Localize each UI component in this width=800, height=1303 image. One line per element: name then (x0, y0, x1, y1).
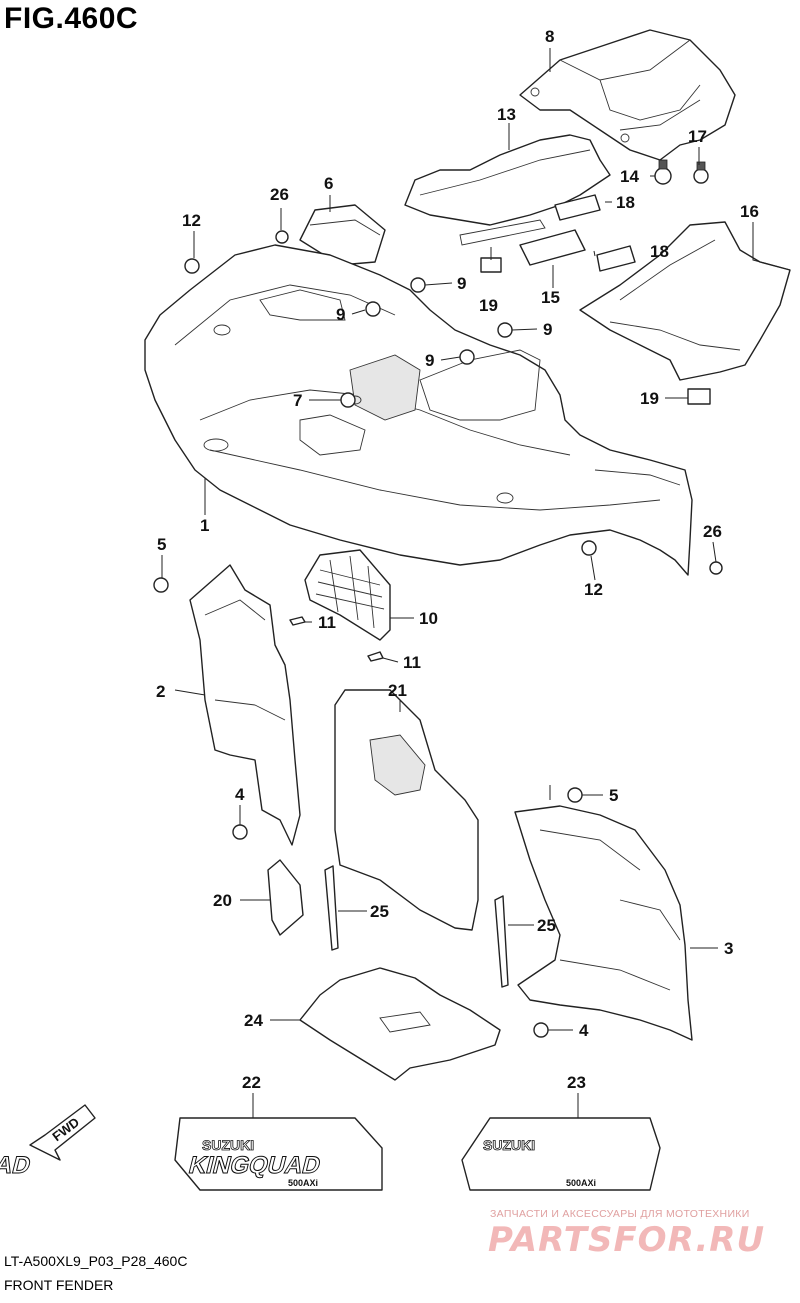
callout-9-d: 9 (425, 351, 434, 370)
part-12-clip-upper[interactable] (184, 258, 200, 274)
callout-17: 17 (688, 127, 707, 146)
part-14-grommet[interactable] (654, 159, 672, 185)
callout-8: 8 (545, 27, 554, 46)
callout-23: 23 (567, 1073, 586, 1092)
part-9-bolt-3[interactable] (497, 322, 513, 338)
part-25-tie-left[interactable] (324, 865, 339, 951)
part-15-pad[interactable] (519, 229, 586, 266)
decal-right-brand: SUZUKI (483, 1137, 535, 1153)
callout-24: 24 (244, 1011, 263, 1030)
callout-2: 2 (156, 682, 165, 701)
part-20-bracket[interactable] (267, 859, 304, 936)
part-22-decal-left[interactable]: SUZUKI KINGQUAD 500AXi (0, 1117, 383, 1191)
callout-16: 16 (740, 202, 759, 221)
callout-6: 6 (324, 174, 333, 193)
part-24-skid-plate[interactable] (299, 967, 501, 1081)
part-11-screw-2[interactable] (367, 651, 384, 662)
decal-left-badge: 500AXi (288, 1178, 318, 1188)
part-7-nut[interactable] (340, 392, 356, 408)
callout-26-lower: 26 (703, 522, 722, 541)
callout-3: 3 (724, 939, 733, 958)
callout-15: 15 (541, 288, 560, 307)
part-21-panel[interactable] (334, 689, 479, 931)
leader-lines (161, 48, 791, 1118)
callout-5-left: 5 (157, 535, 166, 554)
callout-21: 21 (388, 681, 407, 700)
part-26-clip-upper[interactable] (275, 230, 289, 244)
part-4-clip-right[interactable] (533, 1022, 549, 1038)
part-4-clip-left[interactable] (232, 824, 248, 840)
callout-4-left: 4 (235, 785, 245, 804)
part-5-clip-left[interactable] (153, 577, 169, 593)
callout-7: 7 (293, 391, 302, 410)
watermark-brand: PARTSFOR.RU (488, 1220, 766, 1260)
part-1-front-fender[interactable] (144, 244, 693, 576)
part-19-clip-upper[interactable] (480, 257, 502, 273)
part-17-bolt[interactable] (693, 161, 709, 184)
callout-10: 10 (419, 609, 438, 628)
callout-1: 1 (200, 516, 209, 535)
watermark-tagline: ЗАПЧАСТИ И АКСЕССУАРЫ ДЛЯ МОТОТЕХНИКИ (490, 1208, 750, 1220)
callout-13: 13 (497, 105, 516, 124)
callout-25-right: 25 (537, 916, 556, 935)
part-23-decal-right[interactable]: SUZUKI KINGQUAD 500AXi (186, 1117, 661, 1191)
footer-section-name: FRONT FENDER (4, 1277, 114, 1293)
fwd-direction-badge: FWD (29, 1104, 96, 1161)
part-9-bolt-2[interactable] (365, 301, 381, 317)
callout-18-lower: 18 (650, 242, 669, 261)
part-10-grille[interactable] (304, 549, 391, 641)
footer-model-code: LT-A500XL9_P03_P28_460C (4, 1253, 188, 1269)
callout-26-upper: 26 (270, 185, 289, 204)
callout-12-lower: 12 (584, 580, 603, 599)
callout-12-upper: 12 (182, 211, 201, 230)
part-25-tie-right[interactable] (494, 895, 509, 988)
callout-19-lower: 19 (640, 389, 659, 408)
decal-right-badge: 500AXi (566, 1178, 596, 1188)
decal-left-brand: SUZUKI (202, 1137, 254, 1153)
callout-9-b: 9 (336, 305, 345, 324)
callout-9-c: 9 (543, 320, 552, 339)
callout-14: 14 (620, 167, 639, 186)
part-9-bolt-1[interactable] (410, 277, 426, 293)
part-18-pad-lower[interactable] (596, 245, 636, 272)
part-11-screw-1[interactable] (289, 616, 306, 626)
decal-left-model: KINGQUAD (0, 1152, 33, 1179)
part-19-clip-lower[interactable] (687, 388, 711, 405)
decal-right-model: KINGQUAD (186, 1152, 323, 1179)
part-26-clip-lower[interactable] (709, 561, 723, 575)
figure-title: FIG.460C (4, 2, 139, 35)
part-2-left-mudguard[interactable] (189, 564, 301, 846)
callout-19-upper: 19 (479, 296, 498, 315)
callout-20: 20 (213, 891, 232, 910)
callout-22: 22 (242, 1073, 261, 1092)
callout-9-a: 9 (457, 274, 466, 293)
callout-11-a: 11 (318, 613, 336, 632)
part-9-bolt-4[interactable] (459, 349, 475, 365)
callout-18-upper: 18 (616, 193, 635, 212)
part-16-side-panel[interactable] (579, 221, 791, 381)
part-12-clip-lower[interactable] (581, 540, 597, 556)
part-8-rack-cover[interactable] (519, 29, 736, 161)
callout-5-right: 5 (609, 786, 618, 805)
part-3-right-mudguard[interactable] (514, 805, 693, 1041)
part-18-pad-upper[interactable] (554, 194, 601, 221)
callout-4-right: 4 (579, 1021, 589, 1040)
callout-labels: 1 2 3 4 4 5 5 6 7 8 9 9 9 9 10 11 11 12 … (156, 27, 759, 1092)
part-13-bracket[interactable] (404, 134, 611, 246)
callout-11-b: 11 (403, 653, 421, 672)
part-5-clip-right[interactable] (567, 787, 583, 803)
callout-25-left: 25 (370, 902, 389, 921)
